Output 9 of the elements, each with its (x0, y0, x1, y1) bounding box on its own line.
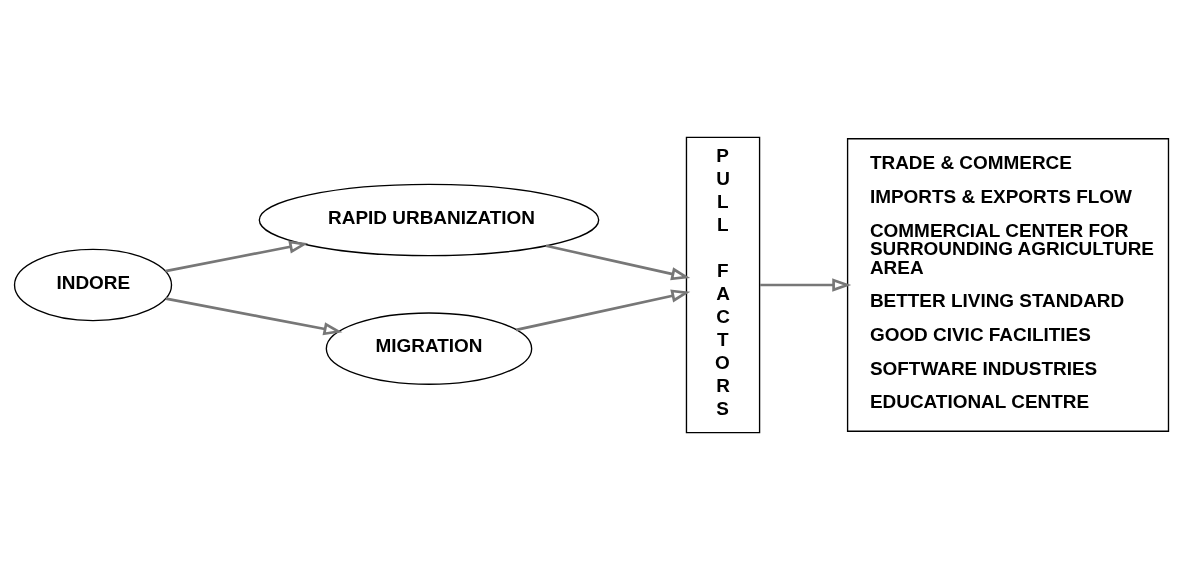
node-ellipse: INDORE (13, 248, 173, 321)
node-box: TRADE & COMMERCE IMPORTS & EXPORTS FLOW COMMERCIAL CENTER FOR SURROUNDING AGRICULTURE AREA BETTER LIVING STANDARD GOOD CIVIC FACILITIES SOFTWARE INDUSTRIES EDUCATIONAL CENTRE (846, 137, 1170, 432)
arrow (515, 288, 691, 331)
arrow (760, 277, 852, 292)
arrow (545, 243, 691, 280)
node-box: PULL FACTORS (685, 136, 761, 433)
arrow (165, 296, 343, 335)
node-ellipse: MIGRATION (325, 311, 533, 385)
arrow (165, 239, 309, 272)
